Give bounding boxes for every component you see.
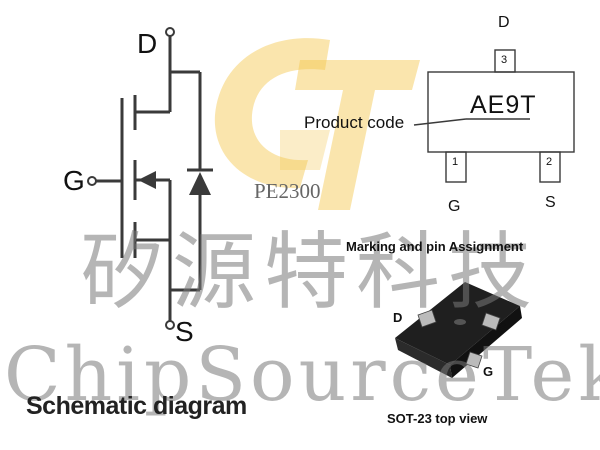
sot23-pin-d-label: D (393, 310, 403, 325)
sot23-3d-package (395, 282, 522, 378)
marking-pin-assignment-caption: Marking and pin Assignment (346, 239, 524, 254)
product-code-leader (413, 118, 467, 126)
part-number: PE2300 (254, 179, 321, 203)
source-terminal (165, 320, 175, 330)
sot23-pin-s-label: S (498, 320, 507, 335)
product-code-label: Product code (304, 113, 405, 132)
pin3-tab (494, 49, 516, 73)
schematic-pin-source: S (175, 316, 194, 347)
sot23-pin-g-label: G (483, 364, 494, 379)
schematic-pin-drain: D (137, 28, 158, 59)
package-pin3-number: 3 (501, 54, 508, 66)
schematic-pin-gate: G (63, 165, 85, 196)
body-arrow (138, 171, 156, 189)
chipsourcetek-logo-watermark (214, 38, 420, 210)
sot23-pin-s (481, 312, 501, 331)
watermark-english: ChipSourceTek (4, 332, 600, 418)
pin2-tab (539, 151, 561, 183)
package-pin-s-label: S (545, 194, 556, 211)
package-pin-g-label: G (448, 198, 461, 215)
sot23-pin1-dot (454, 319, 466, 325)
drain-terminal (165, 27, 175, 37)
sot23-body-side (395, 338, 452, 378)
sot23-pin-d (417, 309, 437, 328)
body-diode-triangle (189, 172, 211, 195)
package-pin-d-label: D (498, 14, 510, 31)
schematic-caption: Schematic diagram (26, 392, 247, 420)
sot23-pin-g (465, 351, 483, 369)
gate-terminal (87, 176, 97, 186)
marking-code: AE9T (470, 91, 537, 119)
sot23-caption: SOT-23 top view (387, 411, 488, 426)
watermark-chinese: 矽源特科技 (80, 223, 541, 321)
package-pin1-number: 1 (452, 156, 459, 168)
package-pin2-number: 2 (546, 156, 553, 168)
pin1-tab (445, 151, 467, 183)
package-outline (413, 49, 575, 183)
